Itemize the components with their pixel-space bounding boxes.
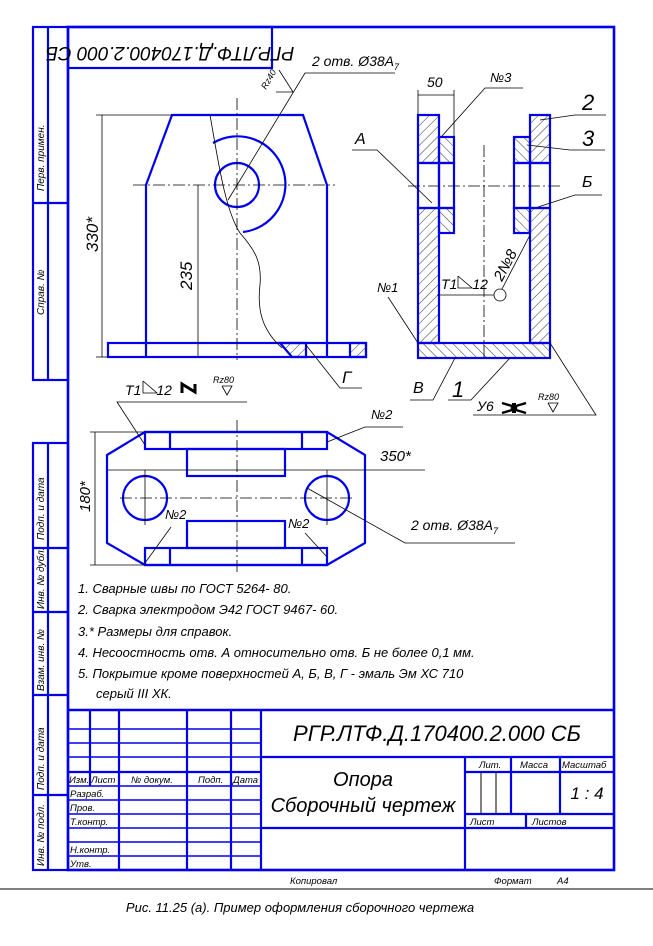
note: 4. Несоостность отв. А относительно отв.…: [78, 645, 475, 660]
strip-label: Инв. № подл.: [36, 804, 47, 866]
role: Разраб.: [70, 789, 104, 800]
scale-label: Масштаб: [562, 760, 607, 771]
note: 2. Сварка электродом Э42 ГОСТ 9467- 60.: [77, 602, 338, 617]
weld-no3: №3: [490, 70, 512, 85]
scale-value: 1 : 4: [570, 784, 603, 803]
strip-label: Взам. инв. №: [36, 629, 47, 691]
position-1: 1: [452, 377, 464, 402]
note: 5. Покрытие кроме поверхностей А, Б, В, …: [78, 666, 464, 681]
drawing-type: Сборочный чертеж: [271, 795, 457, 817]
role: Пров.: [70, 803, 95, 814]
label-g: Г: [342, 368, 353, 387]
stamp-designation: РГР.ЛТФ.Д.170400.2.000 СБ: [46, 42, 295, 63]
note: 3.* Размеры для справок.: [78, 624, 232, 639]
dim-axis: 235: [177, 261, 196, 291]
note: серый III ХК.: [96, 686, 172, 701]
side-strip-labels: Перв. примен. Справ. № Подп. и дата Инв.…: [35, 125, 47, 866]
strip-label: Справ. №: [36, 269, 47, 315]
dim-width: 180*: [77, 480, 94, 512]
label-v: В: [413, 380, 424, 397]
figure-caption: Рис. 11.25 (а). Пример оформления сбороч…: [126, 900, 474, 915]
dim-length: 350*: [380, 448, 412, 465]
weld-symbol-icon: [180, 381, 197, 395]
title-block: РГР.ЛТФ.Д.170400.2.000 СБ Опора Сборочны…: [68, 708, 614, 887]
dim-height: 330*: [83, 216, 102, 252]
strip-label: Инв. № дубл.: [35, 548, 47, 610]
front-view: 330* 235 2 отв. Ø38A7 Rz40 Г: [83, 53, 400, 389]
strip-label: Подп. и дата: [36, 727, 47, 790]
drawing-frame: [31, 25, 616, 872]
role: Т.контр.: [70, 817, 108, 828]
note: 1. Сварные швы по ГОСТ 5264- 80.: [78, 581, 291, 596]
label-a: А: [354, 131, 366, 148]
header-doc: № докум.: [131, 775, 173, 786]
copied-label: Копировал: [290, 876, 338, 887]
header-date: Дата: [232, 775, 258, 786]
weld-2no8: 2№8: [490, 246, 521, 285]
header-list: Лист: [90, 775, 116, 786]
drawing-name: Опора: [333, 769, 393, 791]
hole-note-top: 2 отв. Ø38A7: [410, 517, 499, 536]
weld-no2: №2: [165, 507, 187, 522]
format-value: А4: [556, 876, 569, 887]
header-izm: Изм.: [69, 775, 89, 786]
lit-label: Лит.: [478, 760, 501, 771]
mass-label: Масса: [520, 760, 548, 771]
header-sign: Подп.: [198, 775, 223, 786]
weld-no2: №2: [288, 516, 310, 531]
technical-requirements: 1. Сварные швы по ГОСТ 5264- 80. 2. Свар…: [77, 581, 475, 701]
top-stamp: РГР.ЛТФ.Д.170400.2.000 СБ: [46, 25, 295, 70]
strip-label: Подп. и дата: [36, 477, 47, 540]
designation: РГР.ЛТФ.Д.170400.2.000 СБ: [293, 721, 581, 746]
dim-width-50: 50: [427, 74, 443, 90]
position-2: 2: [581, 90, 594, 115]
strip-label: Перв. примен.: [36, 125, 47, 191]
position-3: 3: [582, 126, 595, 151]
format-label: Формат: [494, 876, 532, 887]
label-b: Б: [582, 174, 592, 191]
role: Утв.: [69, 859, 92, 870]
roughness-rz40: Rz40: [259, 68, 278, 91]
hole-note: 2 отв. Ø38A7: [311, 53, 400, 72]
roughness-rz80: Rz80: [538, 392, 559, 402]
weld-no1: №1: [377, 280, 398, 295]
role: Н.контр.: [70, 845, 110, 856]
weld-u6: У6: [476, 398, 494, 414]
roughness-rz80-top: Rz80: [213, 375, 234, 385]
sheet-label: Лист: [469, 817, 495, 828]
weld-no2: №2: [371, 407, 393, 422]
sheets-label: Листов: [531, 817, 567, 828]
